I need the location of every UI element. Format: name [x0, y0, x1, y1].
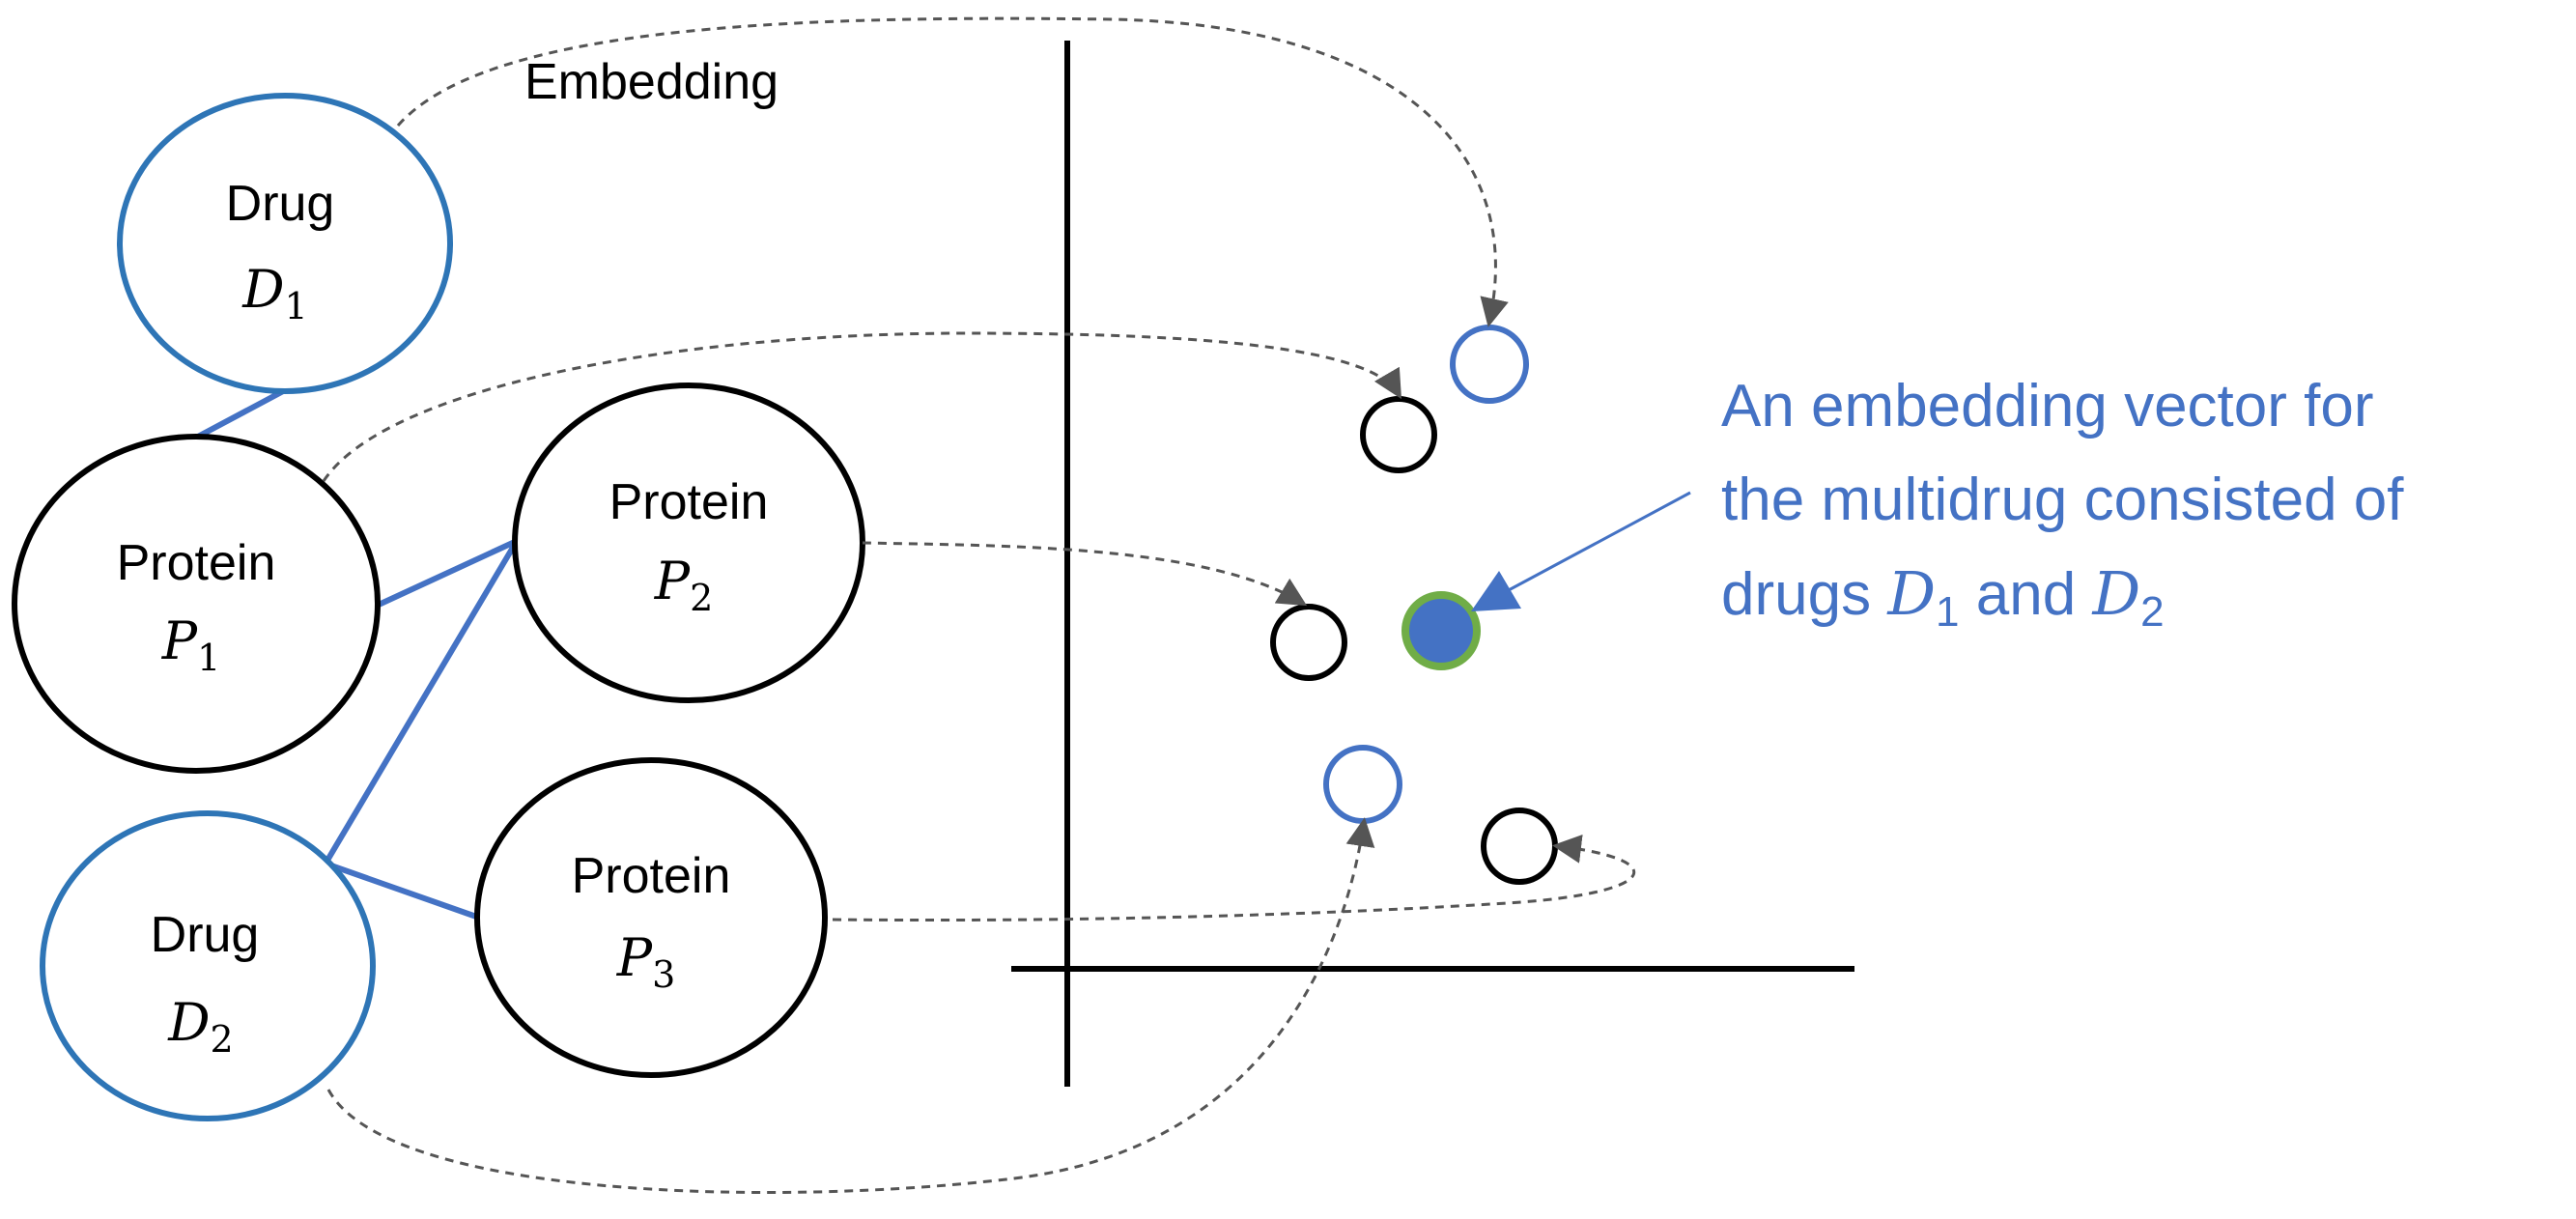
- protein-node-outline: [12, 434, 381, 774]
- edge-drug2-protein2: [323, 539, 520, 865]
- dashed-arrow-protein2: [862, 541, 1308, 607]
- embedding-arrows: [322, 16, 1636, 1194]
- embedding-axes: [1011, 41, 1854, 1087]
- edge-drug2-protein3: [325, 861, 480, 921]
- callout-line-3: drugs D1 and D2: [1721, 558, 2165, 636]
- callout-pointer: [1471, 491, 1691, 611]
- protein-node-label: Protein: [572, 848, 731, 904]
- edge-protein1-protein2: [377, 538, 519, 608]
- dashed-arrow-drug2: [326, 817, 1375, 1194]
- embedding-point-multidrug: [1401, 591, 1481, 670]
- dashed-arrow-protein1: [322, 331, 1402, 482]
- embedding-point-drug-d2: [1323, 745, 1402, 824]
- node-drug-d1: Drug D1: [117, 93, 453, 394]
- callout-arrowhead: [1471, 571, 1521, 611]
- embedding-points: [1270, 325, 1558, 885]
- callout-line-2: the multidrug consisted of: [1721, 467, 2404, 533]
- callout-line-1: An embedding vector for: [1721, 373, 2374, 439]
- dashed-arrow-protein3: [832, 834, 1636, 922]
- drug-node-symbol: D2: [167, 992, 233, 1061]
- embedding-label: Embedding: [524, 54, 778, 110]
- drug-node-symbol: D1: [241, 259, 307, 327]
- node-drug-d2: Drug D2: [40, 810, 376, 1121]
- embedding-point-drug-d1: [1450, 325, 1529, 404]
- embedding-point-protein-p2: [1270, 604, 1347, 681]
- drug-node-label: Drug: [226, 176, 335, 232]
- drug-node-outline: [40, 810, 376, 1121]
- protein-node-symbol: P2: [654, 551, 714, 619]
- dashed-arrow-drug1: [396, 16, 1509, 327]
- drug-node-outline: [117, 93, 453, 394]
- embedding-point-protein-p3: [1481, 808, 1558, 885]
- protein-node-symbol: P3: [616, 927, 676, 996]
- drug-node-label: Drug: [151, 907, 260, 963]
- edge-drug1-protein1: [194, 387, 287, 440]
- embedding-point-protein-p1: [1360, 396, 1437, 473]
- protein-node-outline: [474, 757, 828, 1078]
- node-protein-p3: Protein P3: [474, 757, 828, 1078]
- callout-line: [1506, 491, 1691, 593]
- callout-text: An embedding vector for the multidrug co…: [1721, 373, 2404, 636]
- protein-node-label: Protein: [117, 535, 276, 591]
- graph-edges: [194, 387, 520, 921]
- protein-node-outline: [512, 383, 865, 703]
- protein-node-symbol: P1: [161, 610, 221, 679]
- protein-node-label: Protein: [609, 474, 769, 530]
- node-protein-p2: Protein P2: [512, 383, 865, 703]
- node-protein-p1: Protein P1: [12, 434, 381, 774]
